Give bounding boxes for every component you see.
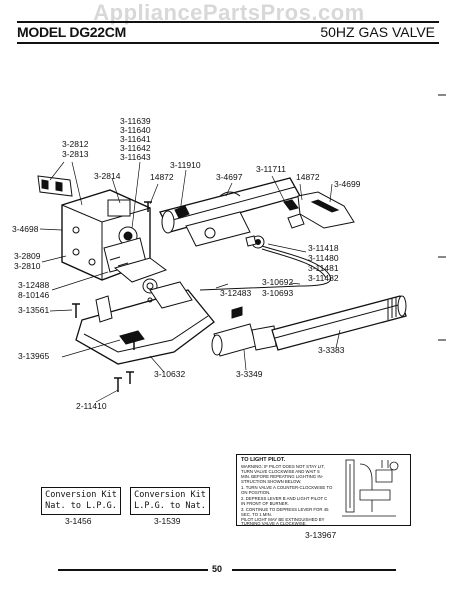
pilot-bracket xyxy=(283,191,355,229)
part-label: 3-4699 xyxy=(334,179,361,189)
kit-line: L.P.G. to Nat. xyxy=(134,501,206,511)
part-label: 14872 xyxy=(296,172,320,182)
kit-line: Nat. to L.P.G. xyxy=(45,501,117,511)
pilot-tubing xyxy=(199,235,332,291)
part-label: 3-11642 xyxy=(120,143,151,153)
pilot-line: WARNING: IF PILOT DOES NOT STAY LIT, xyxy=(241,464,325,469)
pilot-line: 3. CONTINUE TO DEPRESS LEVER FOR 45 xyxy=(241,507,329,512)
part-label: 3-11641 xyxy=(120,134,151,144)
part-label: 3-4698 xyxy=(12,224,39,234)
part-label: 14872 xyxy=(150,172,174,182)
kit-line: Conversion Kit xyxy=(45,490,117,500)
part-label: 3-11482 xyxy=(308,273,339,283)
watermark: AppliancePartsPros.com xyxy=(93,0,365,25)
part-label: 3-13965 xyxy=(18,351,50,361)
part-label: 3-12488 xyxy=(18,280,50,290)
pipe xyxy=(271,295,407,351)
pilot-title: TO LIGHT PILOT. xyxy=(241,457,286,463)
burner-tube-assembly xyxy=(159,177,301,247)
part-label: 3-2810 xyxy=(14,261,41,271)
kit-number: 3-1539 xyxy=(154,516,181,526)
part-label: 3-4697 xyxy=(216,172,243,182)
part-label: 3-3349 xyxy=(236,369,263,379)
model-title: MODEL DG22CM xyxy=(17,24,126,40)
header-bar: MODEL DG22CM 50HZ GAS VALVE xyxy=(17,21,439,44)
part-label: 3-11639 xyxy=(120,116,151,126)
part-label: 3-13561 xyxy=(18,305,50,315)
conversion-kit-lpg-to-nat: Conversion Kit L.P.G. to Nat. xyxy=(130,487,210,515)
pilot-line: SEC. TO 1 MIN. xyxy=(241,512,272,517)
part-label: 3-11910 xyxy=(170,160,201,170)
footer-rule-right xyxy=(232,569,396,571)
kit-number: 3-1456 xyxy=(65,516,92,526)
part-label: 3-2812 xyxy=(62,139,89,149)
part-label: 3-10692 xyxy=(262,277,294,287)
pilot-line: 2. DEPRESS LEVER B AND LIGHT PILOT C xyxy=(241,496,328,501)
pilot-line: ON POSITION. xyxy=(241,490,271,495)
pilot-line: PILOT LIGHT MAY BE EXTINGUISHED BY xyxy=(241,517,325,522)
kit-line: Conversion Kit xyxy=(134,490,206,500)
part-label: 3-10632 xyxy=(154,369,186,379)
part-label: 3-11418 xyxy=(308,243,339,253)
page-title: 50HZ GAS VALVE xyxy=(320,24,435,40)
mounting-plate xyxy=(75,281,215,365)
pilot-line: TURNING VALVE A CLOCKWISE. xyxy=(241,521,307,526)
pilot-line: MIN. BEFORE REPEATING LIGHTING IN- xyxy=(241,474,324,479)
part-label: 3-11480 xyxy=(308,253,339,263)
page-number: 50 xyxy=(212,564,223,574)
thermocouple-bracket xyxy=(37,175,73,197)
pilot-line: TURN VALVE CLOCKWISE AND WAIT 5 xyxy=(241,469,320,474)
pilot-instruction-label: TO LIGHT PILOT. WARNING: IF PILOT DOES N… xyxy=(236,454,411,526)
part-label: 8-10146 xyxy=(18,290,50,300)
part-label: 3-2814 xyxy=(94,171,121,181)
part-label: 3-2809 xyxy=(14,251,41,261)
part-label: 3-11481 xyxy=(308,263,339,273)
pilot-label-number: 3-13967 xyxy=(305,530,337,540)
part-label: 3-12483 xyxy=(220,288,252,298)
part-label: 3-11711 xyxy=(256,164,286,174)
footer-rule-left xyxy=(58,569,208,571)
pilot-line: IN FRONT OF BURNER. xyxy=(241,501,289,506)
part-label: 3-10693 xyxy=(262,288,294,298)
part-label: 2-11410 xyxy=(76,401,107,411)
pilot-illustration xyxy=(342,459,399,517)
pilot-line: STRUCTION SHOWN BELOW. xyxy=(241,479,302,484)
part-label: 3-3383 xyxy=(318,345,345,355)
conversion-kit-nat-to-lpg: Conversion Kit Nat. to L.P.G. xyxy=(41,487,121,515)
part-label: 3-11643 xyxy=(120,152,151,162)
leader-lines xyxy=(39,161,341,403)
part-label: 3-11640 xyxy=(120,125,151,135)
pilot-line: 1. TURN VALVE A COUNTER-CLOCKWISE TO xyxy=(241,485,333,490)
part-label: 3-2813 xyxy=(62,149,89,159)
gas-cock xyxy=(211,306,277,357)
